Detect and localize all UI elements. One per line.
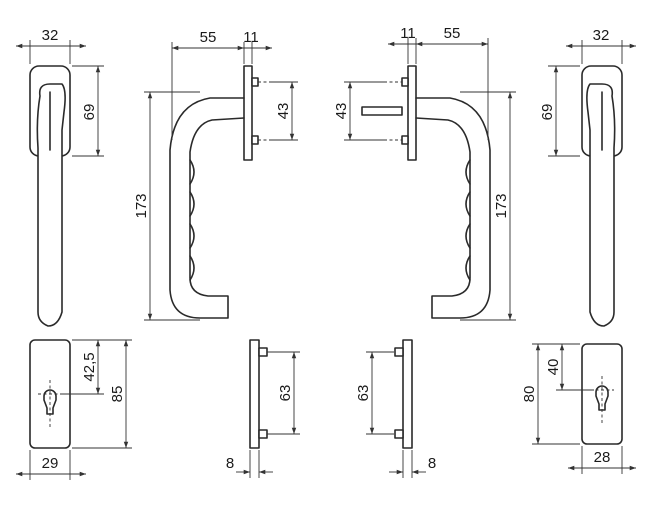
left-side-pins-dimension: 43 [272, 81, 298, 141]
right-rose-plate [581, 343, 623, 445]
left-rose-plate [29, 339, 71, 449]
right-side-height-label: 173 [493, 193, 510, 218]
right-front-rose-dimension: 69 [539, 65, 580, 157]
left-base-pins-label: 63 [277, 385, 294, 402]
left-handle-side-view [169, 65, 276, 319]
right-front-rose-label: 69 [539, 104, 556, 121]
left-plate-width-label: 29 [42, 455, 59, 472]
left-side-base-dimension: 11 [243, 29, 272, 64]
left-front-rose-dimension: 69 [72, 65, 104, 157]
left-base-thickness-label: 8 [226, 455, 234, 472]
right-side-height-dimension: 173 [460, 91, 516, 321]
left-side-base-label: 11 [243, 29, 259, 46]
right-plate-height-dimension: 80 [521, 344, 580, 445]
right-side-pins-dimension: 43 [333, 81, 384, 141]
right-base-pins-label: 63 [355, 385, 372, 402]
left-plate-height-label: 85 [109, 386, 126, 403]
right-plate-width-label: 28 [594, 449, 611, 466]
left-side-projection-dimension: 55 [171, 29, 245, 140]
left-plate-width-dimension: 29 [16, 450, 86, 480]
left-handle-front-view [29, 65, 71, 327]
left-plate-height-dimension: 85 [72, 340, 132, 449]
left-front-rose-label: 69 [81, 104, 98, 121]
left-base-pins-dimension: 63 [270, 351, 300, 435]
right-base-thickness-label: 8 [428, 455, 436, 472]
left-side-projection-label: 55 [200, 29, 217, 46]
right-side-projection-label: 55 [444, 25, 461, 42]
left-plate-half-label: 42,5 [81, 352, 98, 381]
left-side-pins-label: 43 [275, 103, 292, 120]
left-side-height-dimension: 173 [133, 91, 200, 321]
right-base-side-view [374, 339, 413, 449]
right-front-width-dimension: 32 [566, 27, 636, 64]
right-plate-width-dimension: 28 [568, 446, 636, 474]
right-front-width-label: 32 [593, 27, 610, 44]
left-plate-half-dimension: 42,5 [62, 339, 132, 395]
right-side-projection-dimension: 55 [416, 25, 489, 140]
left-front-width-label: 32 [42, 27, 59, 44]
left-base-thickness-dimension: 8 [226, 450, 273, 478]
right-base-pins-dimension: 63 [355, 351, 394, 435]
right-side-base-label: 11 [400, 25, 416, 42]
right-handle-side-view [361, 65, 491, 319]
left-front-width-dimension: 32 [16, 27, 86, 64]
right-handle-front-view [581, 65, 623, 327]
right-plate-half-dimension: 40 [532, 343, 594, 391]
right-side-base-dimension: 11 [388, 25, 417, 64]
right-plate-height-label: 80 [521, 386, 538, 403]
left-side-height-label: 173 [133, 193, 150, 218]
right-plate-half-label: 40 [545, 359, 562, 376]
right-side-pins-label: 43 [333, 103, 350, 120]
right-base-thickness-dimension: 8 [389, 450, 436, 478]
